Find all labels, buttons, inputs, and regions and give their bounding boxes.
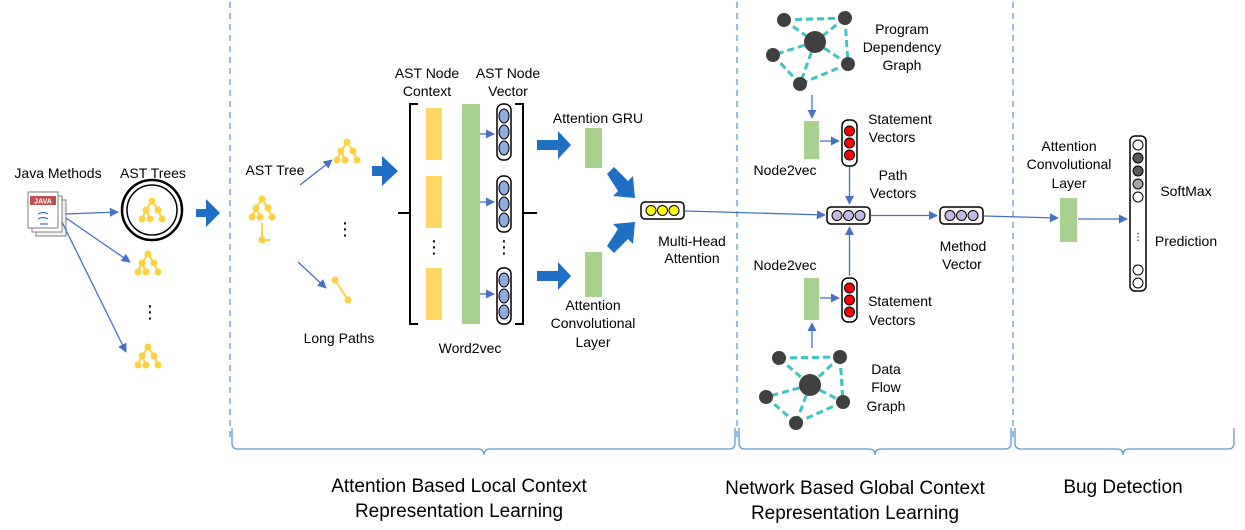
- pdg-label-2: Dependency: [863, 39, 942, 55]
- statement-vectors-top-label-2: Vectors: [869, 129, 916, 145]
- ast-tree-example: [247, 194, 277, 222]
- dfg-label-2: Flow: [871, 379, 901, 395]
- section-local-title-1: Attention Based Local Context: [331, 476, 587, 497]
- word2vec-arrows: [480, 129, 495, 299]
- statement-vectors-top: [841, 119, 858, 167]
- section-local-title-2: Representation Learning: [355, 501, 563, 522]
- node-context-blocks: [426, 108, 442, 320]
- softmax-label: SoftMax: [1160, 183, 1211, 199]
- statement-vectors-bottom-label-2: Vectors: [869, 312, 916, 328]
- attention-conv-label-2: Convolutional: [551, 315, 636, 331]
- mha-to-path-arrow: [684, 210, 826, 220]
- long-paths-label: Long Paths: [304, 330, 375, 346]
- node2vec-top-label: Node2vec: [753, 162, 816, 178]
- bug-attention-conv-block: [1060, 198, 1077, 242]
- multi-head-label-2: Attention: [664, 250, 719, 266]
- java-badge: JAVA: [34, 199, 52, 206]
- path-samples: [331, 137, 362, 304]
- method-vector-label-2: Vector: [942, 256, 982, 272]
- node-vectors: [496, 103, 512, 325]
- java-file-icon: JAVA: [27, 191, 67, 237]
- node2vec-top-block: [804, 121, 819, 159]
- softmax-vector: [1129, 135, 1147, 292]
- thick-arrow-gru-to-mha: [607, 167, 635, 198]
- attention-gru-block: [585, 128, 602, 168]
- node2vec-bottom-label: Node2vec: [753, 257, 816, 273]
- ast-node-context-label-1: AST Node: [395, 65, 460, 81]
- ast-tree-label: AST Tree: [246, 162, 305, 178]
- thick-arrow-conv: [537, 262, 571, 290]
- ast-trees-label: AST Trees: [120, 165, 186, 181]
- bug-attention-label-2: Convolutional: [1027, 156, 1112, 172]
- word2vec-label: Word2vec: [439, 340, 502, 356]
- graph-icon: [759, 350, 850, 430]
- ast-trees-ellipsis: ⋮: [141, 302, 159, 322]
- section-global-title-1: Network Based Global Context: [725, 478, 986, 499]
- statement-vectors-bottom: [841, 277, 858, 323]
- softmax-ellipsis: ⋮: [1133, 232, 1143, 243]
- prediction-label: Prediction: [1155, 233, 1217, 249]
- java-to-trees-arrows: [61, 207, 131, 353]
- thick-arrow-2: [372, 156, 398, 186]
- thick-arrow-gru: [537, 131, 571, 159]
- section-bug-title: Bug Detection: [1063, 477, 1182, 498]
- attention-conv-label-3: Layer: [575, 334, 610, 350]
- section-braces: [231, 428, 1235, 456]
- thick-arrow-conv-to-mha: [607, 222, 635, 253]
- context-ellipsis: ⋮: [425, 237, 443, 257]
- thick-arrow-1: [196, 199, 220, 227]
- section-dividers: [229, 2, 1014, 440]
- paths-ellipsis: ⋮: [336, 219, 354, 239]
- method-vector-label-1: Method: [940, 238, 987, 254]
- path-vectors: [826, 206, 871, 225]
- multi-head-label-1: Multi-Head: [658, 233, 726, 249]
- path-vectors-label-1: Path: [879, 167, 908, 183]
- java-methods-label: Java Methods: [14, 165, 101, 181]
- pdg-label-3: Graph: [883, 57, 922, 73]
- vector-ellipsis: ⋮: [495, 237, 513, 257]
- tree-to-paths-arrows: [297, 159, 333, 289]
- node2vec-bottom-block: [804, 278, 819, 320]
- dfg-label-1: Data: [871, 361, 901, 377]
- embedding-matrix-bracket: [398, 103, 537, 325]
- multi-head-attention-vector: [640, 201, 685, 220]
- statement-vectors-bottom-label-1: Statement: [868, 293, 932, 309]
- attention-conv-block: [585, 252, 602, 297]
- ast-node-vector-label-2: Vector: [488, 83, 528, 99]
- path-vectors-label-2: Vectors: [870, 185, 917, 201]
- word2vec-block: [462, 104, 480, 324]
- ast-tree-example-branch: [258, 223, 270, 244]
- pdg-label-1: Program: [875, 21, 929, 37]
- method-vector: [939, 206, 984, 225]
- dfg-label-3: Graph: [867, 398, 906, 414]
- statement-vectors-top-label-1: Statement: [868, 111, 932, 127]
- ast-tree-icon: [120, 178, 184, 242]
- section-global-title-2: Representation Learning: [751, 503, 959, 524]
- attention-gru-label: Attention GRU: [553, 110, 643, 126]
- ast-node-vector-label-1: AST Node: [476, 65, 541, 81]
- bug-attention-label-3: Layer: [1051, 175, 1086, 191]
- ast-node-context-label-2: Context: [403, 83, 451, 99]
- graph-icon: [766, 11, 855, 91]
- method-to-bug-arrow: [983, 213, 1059, 223]
- bug-attention-label-1: Attention: [1041, 138, 1096, 154]
- attention-conv-label-1: Attention: [565, 297, 620, 313]
